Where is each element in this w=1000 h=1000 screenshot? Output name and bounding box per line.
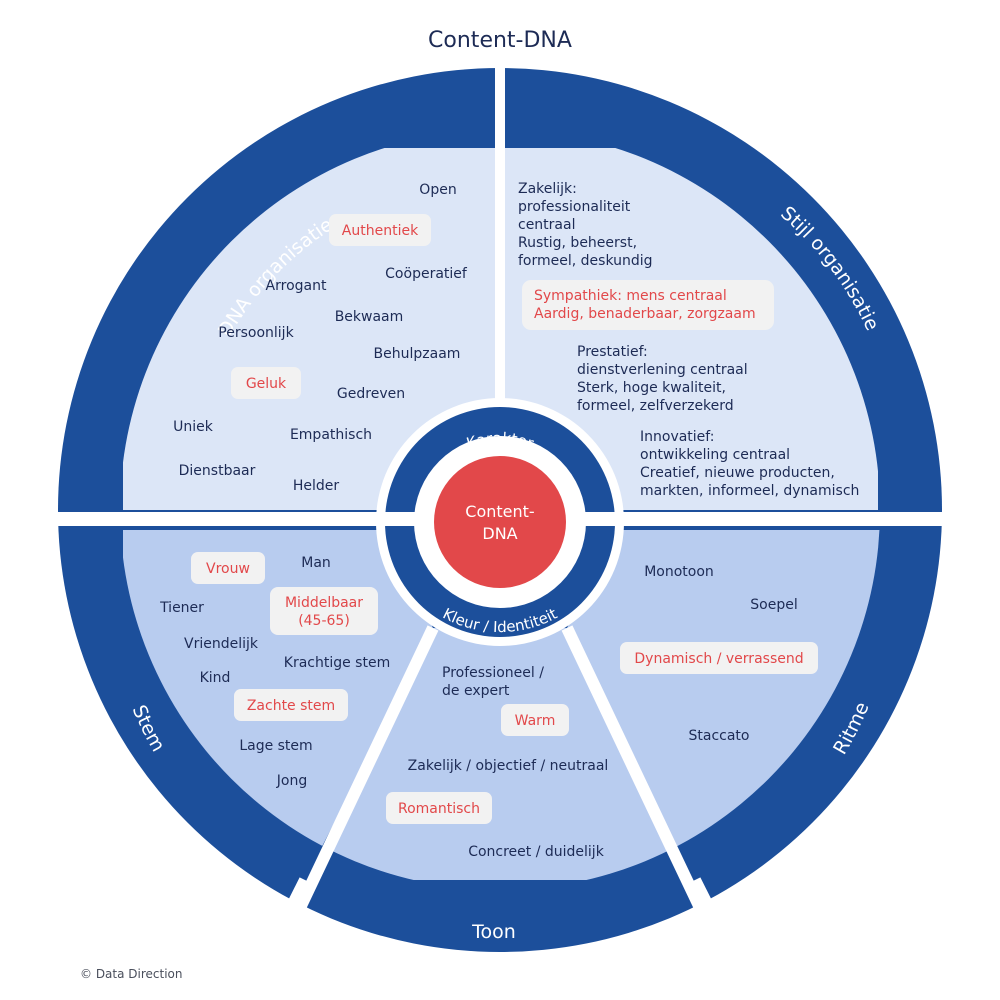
toon-highlight-box: [501, 704, 569, 736]
dna-word: Helder: [293, 478, 340, 494]
dna-word: Persoonlijk: [218, 325, 294, 341]
stem-highlight-box: [234, 689, 348, 721]
stem-word: Tiener: [159, 600, 204, 616]
dna-word: Empathisch: [290, 427, 372, 443]
toon-highlight: Romantisch: [398, 801, 480, 817]
center-label-line2: DNA: [482, 524, 517, 543]
stem-word: Vriendelijk: [184, 636, 259, 652]
dna-word: Behulpzaam: [374, 346, 461, 362]
ring-gap-stem-toon: [244, 877, 311, 993]
stijl-zakelijk-text: Zakelijk: professionaliteit centraal Rus…: [518, 181, 653, 269]
divider-right: [561, 625, 726, 953]
divider-vertical: [495, 60, 505, 520]
stem-highlight: Vrouw: [206, 561, 250, 577]
stem-highlight: Zachte stem: [247, 698, 335, 714]
stijl-sympathiek-text: Sympathiek: mens centraal Aardig, benade…: [534, 288, 756, 322]
stem-word: Man: [301, 555, 331, 571]
dna-word: Coöperatief: [385, 266, 468, 282]
dna-word: Dienstbaar: [179, 463, 256, 479]
stem-highlight-box: [270, 587, 378, 635]
toon-word: Professioneel /: [442, 665, 544, 681]
toon-word: Zakelijk / objectief / neutraal: [408, 758, 609, 774]
dna-highlight: Geluk: [246, 376, 287, 392]
toon-word: Concreet / duidelijk: [468, 844, 605, 860]
ritme-word: Staccato: [689, 728, 750, 744]
ritme-highlight: Dynamisch / verrassend: [634, 651, 803, 667]
toon-highlight-box: [386, 792, 492, 824]
dna-word: Bekwaam: [335, 309, 404, 325]
stem-highlight-box: [191, 552, 265, 584]
ritme-highlight-box: [620, 642, 818, 674]
ring-label-toon: Toon: [471, 921, 516, 943]
page-title: Content-DNA: [428, 28, 572, 53]
stem-highlight: Middelbaar: [285, 595, 363, 611]
stijl-innovatief-text: Innovatief: ontwikkeling centraal Creati…: [640, 429, 859, 499]
dna-highlight-box: [329, 214, 431, 246]
stem-highlight: (45-65): [298, 613, 350, 629]
center-circle: [434, 456, 566, 588]
center-label-line1: Content-: [465, 502, 534, 521]
stijl-prestatief-text: Prestatief: dienstverlening centraal Ste…: [577, 344, 752, 414]
dna-highlight: Authentiek: [342, 223, 419, 239]
toon-highlight: Warm: [515, 713, 556, 729]
divider-left: [274, 625, 439, 953]
dna-word: Arrogant: [266, 278, 327, 294]
toon-word: de expert: [442, 683, 510, 699]
dna-word: Uniek: [173, 419, 214, 435]
stem-word: Lage stem: [239, 738, 312, 754]
dna-word: Open: [419, 182, 456, 198]
copyright-text: © Data Direction: [80, 967, 183, 981]
stem-word: Krachtige stem: [284, 655, 390, 671]
ritme-word: Soepel: [750, 597, 797, 613]
stem-word: Kind: [200, 670, 231, 686]
stem-word: Jong: [276, 773, 307, 789]
ritme-word: Monotoon: [644, 564, 714, 580]
ring-gap-toon-ritme: [689, 877, 756, 993]
dna-word: Gedreven: [337, 386, 405, 402]
dna-highlight-box: [231, 367, 301, 399]
stijl-highlight-box: [522, 280, 774, 330]
